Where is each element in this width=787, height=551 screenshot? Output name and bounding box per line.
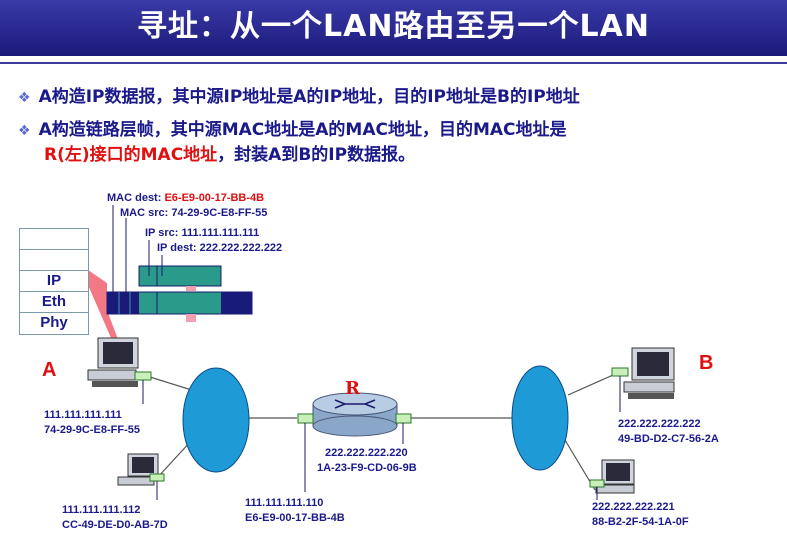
host-b2-port	[589, 479, 605, 488]
host-b2-computer-icon	[595, 459, 635, 494]
bullet-2: ❖ A构造链路层帧，其中源MAC地址是A的MAC地址，目的MAC地址是	[18, 115, 567, 140]
ip-datagram-bar	[138, 265, 222, 287]
bullet-2-text: A构造链路层帧，其中源MAC地址是A的MAC地址，目的MAC地址是	[38, 120, 567, 140]
diamond-bullet-icon: ❖	[18, 90, 31, 106]
stack-layer-ip: IP	[20, 271, 88, 292]
host-a-computer-icon	[87, 337, 139, 387]
router-right-port	[395, 413, 412, 424]
encapsulate-arrow-2	[186, 314, 196, 322]
bullet-2-highlight: R(左)接口的MAC地址	[44, 145, 218, 165]
link-frame-trailer	[221, 292, 252, 314]
stack-layer-app	[20, 229, 88, 250]
stack-layer-eth: Eth	[20, 292, 88, 313]
protocol-stack: IP Eth Phy	[19, 228, 89, 335]
host-a-label: A	[42, 359, 57, 381]
mac-src-label: MAC src: 74-29-9C-E8-FF-55	[120, 207, 268, 219]
router-icon	[312, 392, 398, 437]
stack-layer-phy: Phy	[40, 314, 68, 331]
router-left-ip: 111.111.111.110	[245, 497, 324, 509]
link-frame-header	[107, 292, 139, 314]
link-lan2-b	[567, 374, 614, 396]
host-a2-mac: CC-49-DE-D0-AB-7D	[62, 519, 168, 531]
link-a2-lan1	[156, 439, 193, 479]
bullet-1: ❖ A构造IP数据报，其中源IP地址是A的IP地址，目的IP地址是B的IP地址	[18, 82, 580, 107]
title-rule	[0, 62, 787, 64]
bullet-2-text-end: ，封装A到B的IP数据报。	[217, 145, 416, 165]
host-a-ip: 111.111.111.111	[44, 409, 122, 421]
host-a-mac: 74-29-9C-E8-FF-55	[44, 424, 140, 436]
stack-layer-transport	[20, 250, 88, 271]
lan-1-cloud	[182, 367, 250, 473]
host-a-port	[134, 371, 152, 381]
frame-pointer	[88, 270, 122, 354]
ip-src-label: IP src: 111.111.111.111	[145, 227, 260, 239]
router-left-port	[297, 413, 314, 424]
router-left-mac: E6-E9-00-17-BB-4B	[245, 512, 345, 524]
host-a2-computer-icon	[117, 453, 159, 486]
title-bar	[0, 0, 787, 56]
host-b-computer-icon	[623, 347, 675, 399]
host-a2-ip: 111.111.111.112	[62, 504, 141, 516]
router-right-mac: 1A-23-F9-CD-06-9B	[317, 462, 417, 474]
host-b2-mac: 88-B2-2F-54-1A-0F	[592, 516, 689, 528]
page-title: 寻址：从一个LAN路由至另一个LAN	[137, 9, 650, 44]
host-b-ip: 222.222.222.222	[618, 418, 701, 430]
router-label: R	[345, 378, 360, 399]
host-b-label: B	[699, 352, 714, 374]
mac-dest-value: E6-E9-00-17-BB-4B	[164, 192, 265, 204]
host-b-mac: 49-BD-D2-C7-56-2A	[618, 433, 719, 445]
bullet-1-text: A构造IP数据报，其中源IP地址是A的IP地址，目的IP地址是B的IP地址	[38, 87, 580, 107]
lan-2-cloud	[511, 365, 569, 471]
host-b2-ip: 222.222.222.221	[592, 501, 675, 513]
encapsulate-arrow	[186, 286, 196, 291]
mac-dest-label: MAC dest: E6-E9-00-17-BB-4B	[107, 192, 265, 204]
diamond-bullet-icon: ❖	[18, 123, 31, 139]
router-right-ip: 222.222.222.220	[325, 447, 408, 459]
bullet-2-line2: R(左)接口的MAC地址，封装A到B的IP数据报。	[44, 140, 415, 165]
host-a2-port	[149, 473, 165, 482]
ip-dest-label: IP dest: 222.222.222.222	[157, 242, 283, 254]
host-b-port	[611, 367, 629, 377]
